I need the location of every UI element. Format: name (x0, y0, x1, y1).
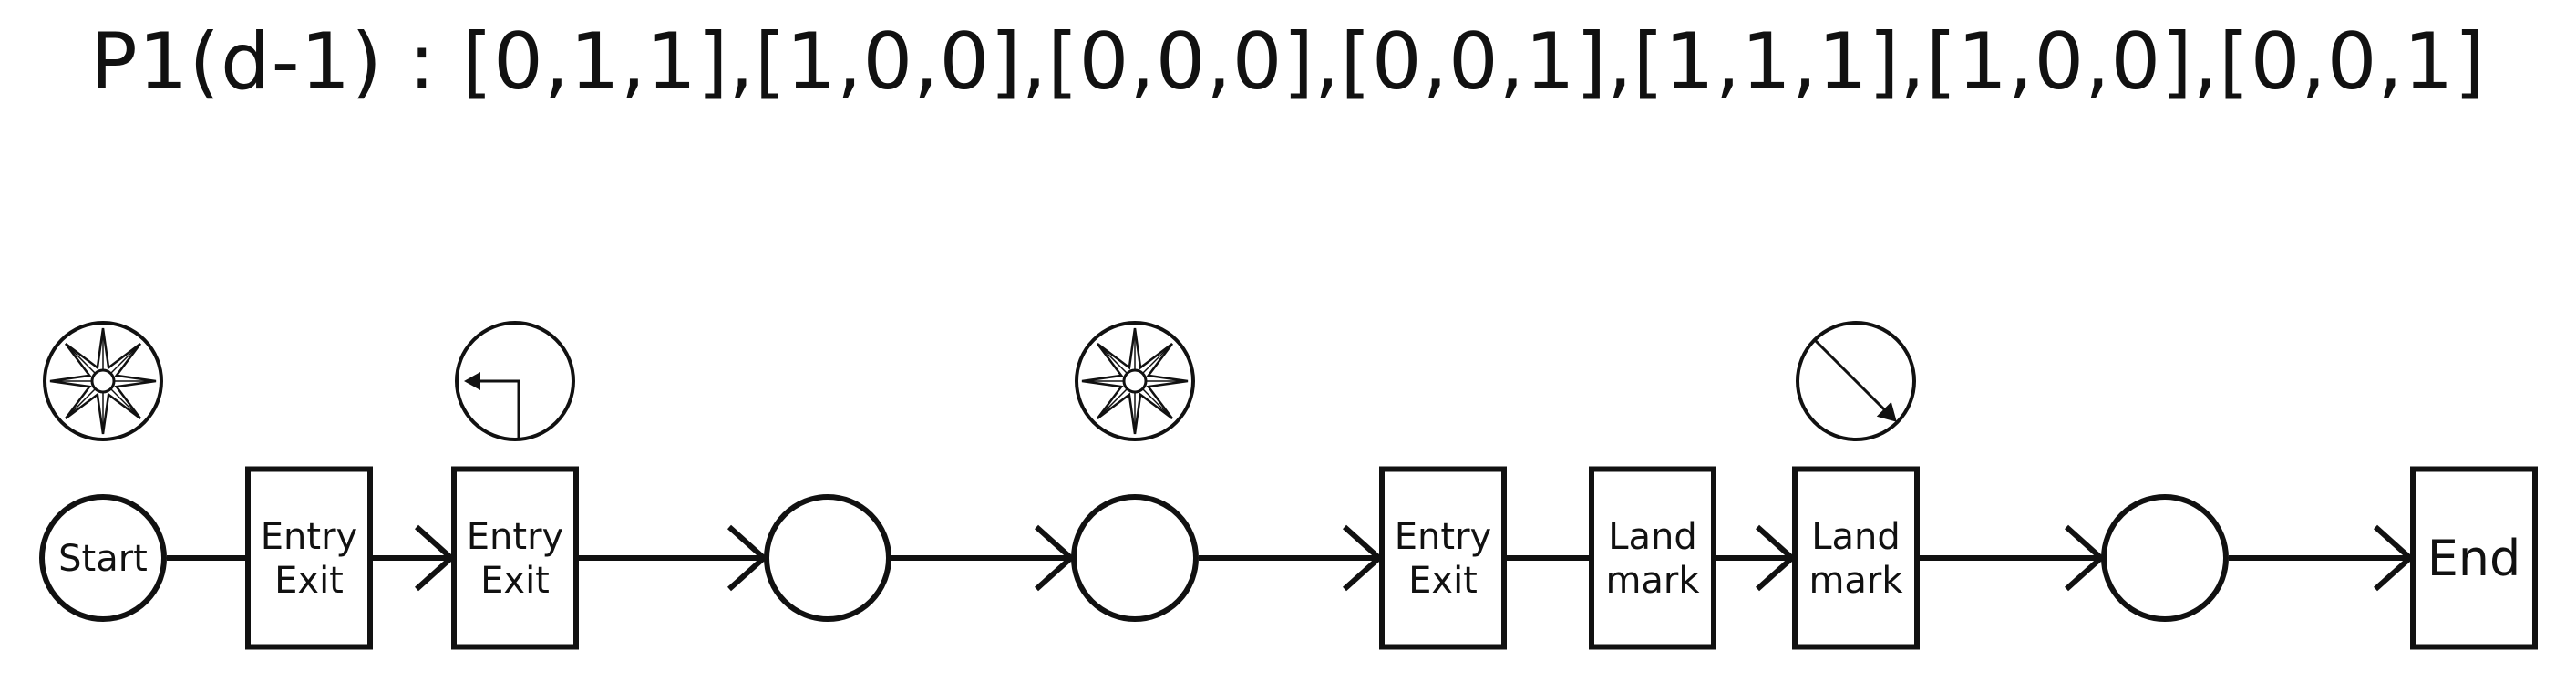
node-label: Land (1608, 516, 1697, 558)
edge-n3-n4 (891, 524, 1076, 592)
node-end: End (2410, 466, 2538, 650)
node-box (245, 466, 373, 650)
edge-arrowhead (2373, 524, 2415, 592)
edge-arrowhead (414, 524, 456, 592)
node-start: Start (39, 494, 167, 622)
node-label: mark (1605, 560, 1700, 602)
edge-arrowhead (1034, 524, 1076, 592)
node-box (1379, 466, 1507, 650)
node-label: Start (58, 538, 148, 580)
node-label: Exit (480, 560, 550, 602)
node-box (1792, 466, 1920, 650)
edge-arrowhead (1342, 524, 1384, 592)
node-box (451, 466, 579, 650)
edge-n4-n5 (1199, 524, 1384, 592)
edge-n8-end (2229, 524, 2415, 592)
node-n8 (2101, 494, 2229, 622)
turn-left-icon (455, 321, 575, 441)
diagonal-arrow-icon (1796, 321, 1916, 441)
sequence-title: P1(d-1) : [0,1,1],[1,0,0],[0,0,0],[0,0,1… (89, 16, 2487, 108)
node-label: Entry (467, 516, 563, 558)
node-n3 (764, 494, 891, 622)
node-circle (2101, 494, 2229, 622)
node-circle (1071, 494, 1199, 622)
compass-icon (43, 321, 163, 441)
node-label: Exit (1408, 560, 1478, 602)
edge-n1-n2 (373, 524, 456, 592)
edge-arrowhead (2064, 524, 2106, 592)
node-label: mark (1808, 560, 1903, 602)
node-label: Entry (261, 516, 357, 558)
compass-icon (1075, 321, 1195, 441)
node-box (1589, 466, 1716, 650)
node-circle (39, 494, 167, 622)
edge-n6-n7 (1716, 524, 1797, 592)
node-n4 (1071, 494, 1199, 622)
edge-n2-n3 (579, 524, 768, 592)
edge-arrowhead (726, 524, 768, 592)
edge-arrowhead (1755, 524, 1797, 592)
node-box (2410, 466, 2538, 650)
node-label: Entry (1395, 516, 1491, 558)
edge-n7-n8 (1920, 524, 2106, 592)
node-label: Land (1811, 516, 1901, 558)
node-label: Exit (274, 560, 344, 602)
node-circle (764, 494, 891, 622)
node-label: End (2427, 530, 2521, 587)
